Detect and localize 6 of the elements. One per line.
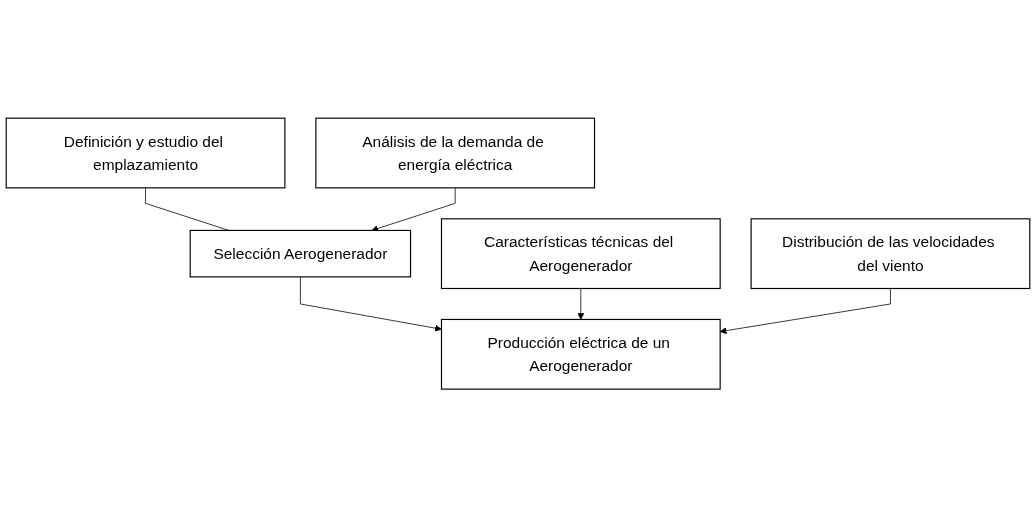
node-box: Selección Aerogenerador — [189, 230, 412, 278]
node-box: Definición y estudio del emplazamiento — [5, 117, 286, 189]
node-box: Producción eléctrica de un Aerogenerador — [440, 319, 721, 391]
node-box: Análisis de la demanda de energía eléctrica — [315, 117, 596, 189]
node-box: Distribución de las velocidades del viento — [750, 218, 1031, 290]
node-box: Características técnicas del Aerogenerador — [440, 218, 721, 290]
